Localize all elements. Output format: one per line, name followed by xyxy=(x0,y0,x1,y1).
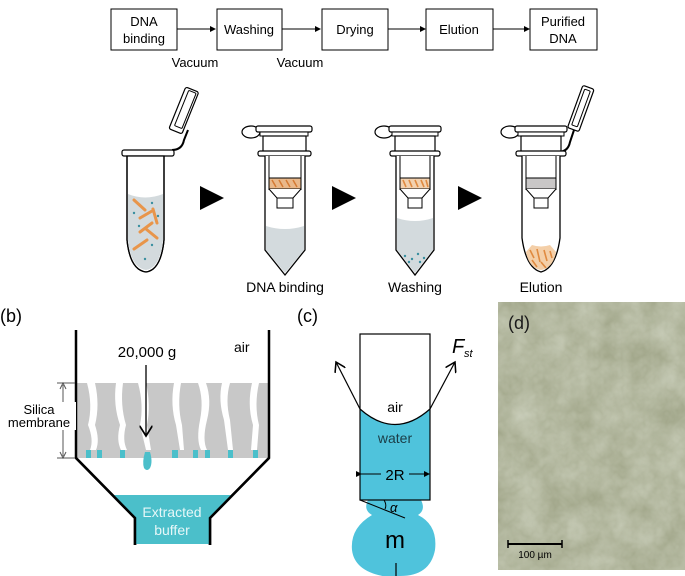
flow-step-label: binding xyxy=(123,31,165,46)
tube-label: Washing xyxy=(388,279,442,295)
membrane-label: membrane xyxy=(8,415,70,430)
water-droplet xyxy=(351,500,436,576)
air-label: air xyxy=(387,399,403,415)
flowchart: DNA binding Washing Drying Elution Purif… xyxy=(110,8,598,70)
flow-step-elution: Elution xyxy=(425,8,494,51)
panel-label: (d) xyxy=(508,313,530,333)
angle-label: α xyxy=(390,500,398,515)
panel-c: (c) F st air water 2R α m xyxy=(297,306,474,576)
water-label: water xyxy=(377,430,413,446)
flow-step-label: Purified xyxy=(541,14,585,29)
tube-lid-open-icon xyxy=(557,85,595,153)
dna-strand-icon xyxy=(132,198,159,251)
buffer-label: Extracted xyxy=(142,504,201,520)
tube-lid-open-icon xyxy=(168,86,199,151)
flow-condition-vacuum: Vacuum xyxy=(172,55,219,70)
meniscus xyxy=(359,408,431,426)
water-column xyxy=(360,409,430,500)
membrane-label: Silica xyxy=(23,402,55,417)
flow-step-label: Elution xyxy=(439,22,479,37)
tube-label: DNA binding xyxy=(246,279,324,295)
tube-sample xyxy=(121,86,199,273)
flow-step-label: Washing xyxy=(224,22,274,37)
buffer-droplets xyxy=(86,450,258,470)
flow-condition-vacuum: Vacuum xyxy=(277,55,324,70)
flow-step-dna-binding: DNA binding xyxy=(110,8,178,51)
flow-step-label: DNA xyxy=(549,31,577,46)
radius-label: 2R xyxy=(385,467,404,484)
silica-membrane xyxy=(76,383,269,458)
panel-b: (b) Extracted buffer 20, xyxy=(0,306,271,545)
flow-step-drying: Drying xyxy=(321,8,389,51)
extracted-buffer xyxy=(113,495,232,544)
contact-angle-line xyxy=(359,499,406,519)
tube-label: Elution xyxy=(520,279,563,295)
force-subscript: st xyxy=(464,348,474,360)
flow-step-label: DNA xyxy=(130,14,158,29)
air-label: air xyxy=(234,339,250,355)
buffer-label: buffer xyxy=(154,522,190,538)
membrane-pores xyxy=(87,383,259,450)
force-symbol: F xyxy=(452,336,466,358)
surface-tension-arrow-icon xyxy=(429,362,455,410)
tube-washing: Washing xyxy=(374,125,442,295)
tube-elution: Elution xyxy=(500,85,595,295)
capillary-tube xyxy=(359,333,431,501)
force-label: 20,000 g xyxy=(118,344,176,361)
panel-label: (b) xyxy=(0,306,22,326)
scale-bar: 100 µm xyxy=(507,540,563,561)
mass-label: m xyxy=(385,527,405,554)
flow-step-purified-dna: Purified DNA xyxy=(529,8,598,51)
tube-dna-binding: DNA binding xyxy=(241,125,324,295)
panel-d: (d) 100 µm xyxy=(498,302,685,570)
surface-tension-arrow-icon xyxy=(336,362,361,410)
flow-step-washing: Washing xyxy=(216,8,283,51)
scale-bar-label: 100 µm xyxy=(518,550,552,561)
flow-step-label: Drying xyxy=(336,22,374,37)
panel-label: (c) xyxy=(297,306,318,326)
